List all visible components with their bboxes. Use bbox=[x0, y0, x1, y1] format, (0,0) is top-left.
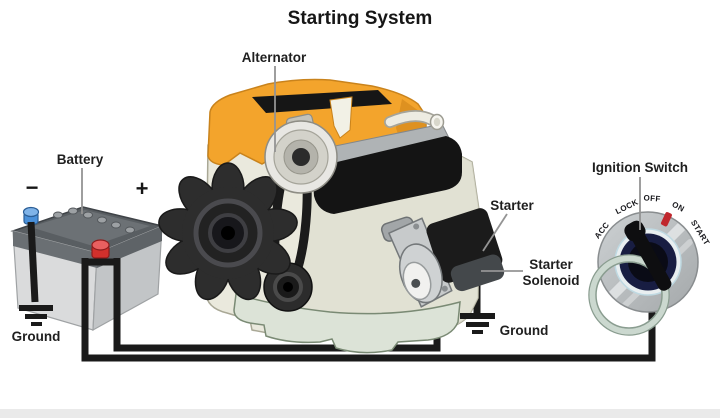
wire-battery-negative-to-ground bbox=[27, 221, 39, 303]
alternator-label: Alternator bbox=[242, 50, 307, 65]
valve-cover-slot bbox=[252, 90, 392, 113]
crank-pulley-hub bbox=[283, 282, 293, 292]
leader-starter bbox=[482, 213, 508, 252]
ignition-indicator-red bbox=[660, 212, 672, 227]
intake-cover-black bbox=[312, 136, 462, 214]
leader-lines bbox=[81, 66, 641, 272]
ignition-switch-label: Ignition Switch bbox=[592, 160, 688, 175]
battery-negative-sign: − bbox=[26, 175, 39, 200]
battery-label: Battery bbox=[57, 152, 104, 167]
keyring bbox=[588, 254, 670, 336]
page-title: Starting System bbox=[288, 8, 433, 29]
starter-bolt-2 bbox=[441, 285, 448, 292]
ground-symbol-starter bbox=[460, 313, 495, 334]
starter-illustration bbox=[380, 208, 505, 308]
battery-top-inset bbox=[30, 210, 150, 246]
battery-cell-caps bbox=[53, 207, 135, 234]
engine-fan bbox=[158, 162, 298, 301]
ground-symbol-battery bbox=[19, 305, 53, 326]
starter-solenoid-label-line2: Solenoid bbox=[523, 273, 580, 288]
starter-solenoid-body bbox=[450, 254, 505, 292]
starter-label: Starter bbox=[490, 198, 534, 213]
valve-cover-notch bbox=[329, 96, 353, 139]
ground-label-starter: Ground bbox=[500, 323, 549, 338]
breather-pipe-hole bbox=[433, 117, 441, 127]
ignition-position-off: OFF bbox=[643, 193, 661, 203]
bottom-strip bbox=[0, 409, 720, 418]
starter-bolt-1 bbox=[413, 223, 420, 230]
starter-shaft bbox=[411, 278, 421, 288]
battery-side-lip bbox=[97, 226, 162, 268]
battery-negative-terminal bbox=[22, 206, 40, 225]
starter-solenoid-label-line1: Starter bbox=[529, 257, 573, 272]
ignition-switch-illustration: ACC LOCK OFF ON START bbox=[588, 193, 711, 336]
breather-pipe bbox=[385, 111, 437, 127]
alternator-pulley bbox=[264, 113, 338, 194]
battery-positive-terminal bbox=[91, 239, 110, 259]
battery-positive-sign: + bbox=[136, 176, 149, 201]
ground-label-battery: Ground bbox=[12, 329, 61, 344]
wire-battery-to-ignition bbox=[81, 258, 656, 362]
